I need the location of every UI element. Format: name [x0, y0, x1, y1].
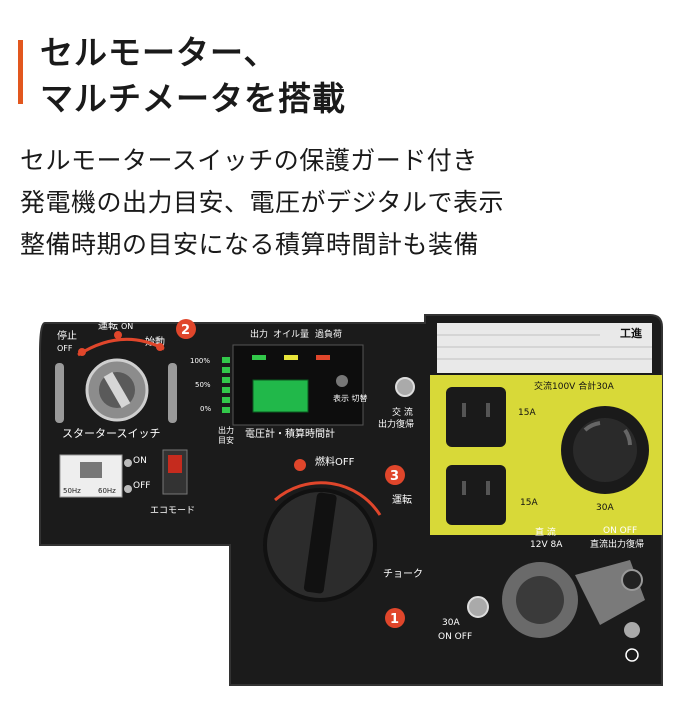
meter-side-label-1: 出力 [218, 425, 234, 435]
fuel-icon [294, 459, 306, 471]
lamp-oil [284, 355, 298, 360]
eco-mode-label: エコモード [150, 506, 195, 516]
badge-1 [385, 608, 405, 628]
starter-run-label: 運転 [98, 320, 118, 332]
starter-switch-label: スタータースイッチ [62, 427, 160, 440]
brand-logo: 工進 [620, 326, 643, 340]
scale-50: 50% [195, 381, 211, 389]
freq-50: 50Hz [63, 487, 81, 495]
choke-label: チョーク [383, 568, 423, 580]
breaker-30a-button[interactable] [467, 596, 489, 618]
meter-header-output: 出力 [250, 328, 268, 340]
control-panel-illustration: 停止 OFF 運転 ON 始動 2 スタータースイッチ 出力 オイル量 過負荷 … [39, 314, 663, 686]
digital-display [252, 379, 309, 413]
ground-icon [625, 648, 639, 662]
ac-outlet-title: 交流100V 合計30A [534, 380, 615, 392]
spec-label [437, 323, 652, 373]
scale-0: 0% [200, 405, 211, 413]
heading-line-2: マルチメータを搭載 [40, 79, 346, 118]
ac-twist-lock-label: 30A [596, 503, 614, 513]
ac-outlet-1-label: 15A [518, 408, 536, 418]
feature-list: セルモータースイッチの保護ガード付き 発電機の出力目安、電圧がデジタルで表示 整… [20, 140, 504, 266]
dc-label-1: 直 流 [535, 526, 556, 538]
starter-arc [77, 337, 165, 357]
badge-3-number: 3 [390, 469, 399, 484]
dc-breaker-label: 直流出力復帰 [590, 538, 644, 550]
meter-caption: 電圧計・積算時間計 [245, 427, 335, 440]
lamp-output [252, 355, 266, 360]
meter-side-label-2: 目安 [218, 435, 234, 445]
feature-item: 整備時期の目安になる積算時間計も装備 [20, 230, 480, 259]
badge-2 [176, 319, 196, 339]
badge-3 [385, 465, 405, 485]
output-level-bar [222, 357, 230, 413]
ac-reset-label-2: 出力復帰 [378, 418, 414, 430]
badge-2-number: 2 [181, 323, 190, 338]
ground-terminal[interactable] [624, 622, 640, 638]
generator-control-panel-photo: 停止 OFF 運転 ON 始動 2 スタータースイッチ 出力 オイル量 過負荷 … [0, 305, 700, 700]
meter-header-oil: オイル量 [273, 329, 309, 340]
feature-item: 発電機の出力目安、電圧がデジタルで表示 [20, 188, 505, 217]
knob-run-label: 運転 [392, 494, 412, 506]
ac-reset-label-1: 交 流 [392, 406, 413, 418]
scale-100: 100% [190, 357, 210, 365]
knob-arc [274, 481, 382, 516]
fuel-off-label: 燃料OFF [315, 455, 355, 468]
page-heading: セルモーター、 マルチメータを搭載 [40, 30, 346, 122]
breaker-30a-label: 30A [442, 618, 460, 628]
display-toggle-label: 表示 切替 [333, 393, 368, 403]
eco-off-label: OFF [133, 481, 150, 491]
dc-reset-button[interactable] [621, 569, 643, 591]
dc-label-2: 12V 8A [530, 540, 563, 550]
badge-1-number: 1 [390, 612, 399, 627]
breaker-30a-state: ON OFF [438, 632, 472, 642]
ac-outlet-2-label: 15A [520, 498, 538, 508]
accent-bar [18, 40, 23, 104]
meter-header-overload: 過負荷 [315, 328, 342, 340]
starter-run-en: ON [121, 322, 133, 331]
lamp-overload [316, 355, 330, 360]
ac-outlet-2[interactable] [446, 465, 506, 525]
ac-reset-button[interactable] [395, 377, 415, 397]
freq-60: 60Hz [98, 487, 116, 495]
starter-guard-right [168, 363, 177, 423]
starter-guard-left [55, 363, 64, 423]
display-toggle-button[interactable] [336, 375, 348, 387]
starter-stop-label: 停止 [57, 329, 77, 342]
feature-item: セルモータースイッチの保護ガード付き [20, 146, 478, 175]
eco-on-label: ON [133, 456, 147, 466]
heading-line-1: セルモーター、 [40, 33, 278, 72]
dc-breaker-state: ON OFF [603, 526, 637, 536]
ac-outlet-1[interactable] [446, 387, 506, 447]
starter-stop-en: OFF [57, 344, 73, 353]
